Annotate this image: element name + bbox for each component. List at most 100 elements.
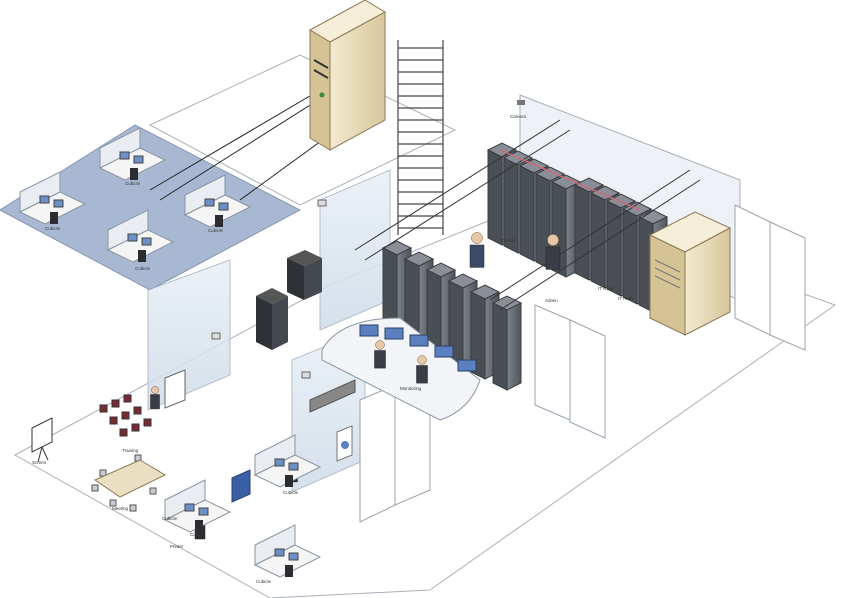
office-desk-label-2: Cubicle xyxy=(45,226,61,231)
console-monitor xyxy=(457,359,477,372)
training-label: Training xyxy=(122,448,139,453)
person-icon xyxy=(545,234,561,270)
training-chair xyxy=(119,428,128,437)
printer-label: Printer xyxy=(170,544,184,549)
office-chair-icon xyxy=(50,212,58,224)
monitor-icon xyxy=(198,507,209,516)
person-head xyxy=(151,386,159,394)
training-chair xyxy=(133,406,142,415)
office-chair-icon xyxy=(130,168,138,180)
monitor-icon xyxy=(133,155,144,164)
console-monitor xyxy=(384,327,404,340)
rack-side xyxy=(492,302,508,391)
training-chair xyxy=(99,404,108,413)
main-server-tower xyxy=(308,0,387,151)
training-seating xyxy=(91,394,157,512)
cubicle xyxy=(183,174,252,228)
rack-side xyxy=(590,192,606,289)
cubicle xyxy=(18,171,87,225)
upper-white-plate xyxy=(148,54,457,206)
rack-row-label-1: IT Rack xyxy=(500,238,516,243)
office-chair-icon xyxy=(195,520,203,532)
camera-label: Camera xyxy=(510,114,527,119)
cubicle xyxy=(253,434,322,488)
cubicle xyxy=(98,127,167,181)
server-rack-rows xyxy=(381,142,669,391)
rack-side xyxy=(622,208,638,305)
ladder-tower xyxy=(397,40,444,235)
person-head xyxy=(417,355,427,365)
desk-lower-label-1: Cubicle xyxy=(283,490,299,495)
person-icon xyxy=(150,386,160,410)
meeting-chair xyxy=(149,487,157,495)
projector-screen xyxy=(31,417,53,463)
network-cabinets xyxy=(256,250,322,350)
monitoring-console xyxy=(321,317,481,421)
office-desk-label-3: Cubicle xyxy=(208,228,224,233)
cubicle xyxy=(253,524,322,578)
datacenter-wall-panels xyxy=(359,204,806,523)
office-chair-icon xyxy=(138,250,146,262)
office-chair-icon xyxy=(285,475,293,487)
training-chair xyxy=(109,416,118,425)
security-camera xyxy=(211,100,525,379)
upper-office-cubicles xyxy=(18,127,252,263)
blue-display-unit xyxy=(231,469,251,503)
person-icon xyxy=(469,232,485,268)
monitor-icon xyxy=(141,237,152,246)
console-monitor xyxy=(409,334,429,347)
office-chair-icon xyxy=(215,215,223,227)
monitor-icon xyxy=(274,548,285,557)
desk-lower-label-2: Cubicle xyxy=(162,516,178,521)
console-monitor xyxy=(359,324,379,337)
rack-side xyxy=(574,184,590,281)
person-head xyxy=(471,232,483,244)
monitor-icon xyxy=(204,198,215,207)
person-body xyxy=(374,350,386,369)
server-rack xyxy=(491,295,523,391)
desk-lower-label-4: Cubicle xyxy=(256,579,272,584)
lower-office-cubicles xyxy=(163,434,322,578)
office-chair-icon xyxy=(285,565,293,577)
training-chair xyxy=(143,418,152,427)
rack-side xyxy=(487,149,503,246)
console-monitor xyxy=(434,345,454,358)
cubicle xyxy=(163,479,232,533)
meeting-chair xyxy=(129,504,137,512)
training-chair xyxy=(111,399,120,408)
monitoring-label: Monitoring xyxy=(400,386,422,391)
person-icon xyxy=(374,340,386,369)
monitor-icon xyxy=(184,503,195,512)
projector-screen-label: Screen xyxy=(32,460,47,465)
whiteboard xyxy=(164,369,186,409)
wall-vent xyxy=(309,379,356,413)
rack-side xyxy=(606,200,622,297)
person-icon xyxy=(416,355,428,384)
meeting-chair xyxy=(91,484,99,492)
monitor-icon xyxy=(53,199,64,208)
rack-front xyxy=(506,302,522,391)
monitor-icon xyxy=(127,233,138,242)
person-body xyxy=(545,246,561,270)
training-chair xyxy=(131,423,140,432)
meeting-table xyxy=(93,459,167,498)
training-chair xyxy=(123,394,132,403)
monitor-icon xyxy=(218,202,229,211)
monitor-icon xyxy=(39,195,50,204)
monitor-icon xyxy=(288,552,299,561)
cubicle xyxy=(106,209,175,263)
person-head xyxy=(375,340,385,350)
monitor-icon xyxy=(274,458,285,467)
rack-side xyxy=(503,157,519,254)
office-desk-label-1: Cubicle xyxy=(125,181,141,186)
person-body xyxy=(416,365,428,384)
training-chair xyxy=(121,411,130,420)
desk-lower-label-3: Cubicle xyxy=(190,532,206,537)
wall-poster xyxy=(336,425,353,462)
meeting-chair xyxy=(109,499,117,507)
person-standing-label: Admin xyxy=(545,298,558,303)
upper-office-floor xyxy=(0,124,302,291)
rack-side xyxy=(470,291,486,380)
